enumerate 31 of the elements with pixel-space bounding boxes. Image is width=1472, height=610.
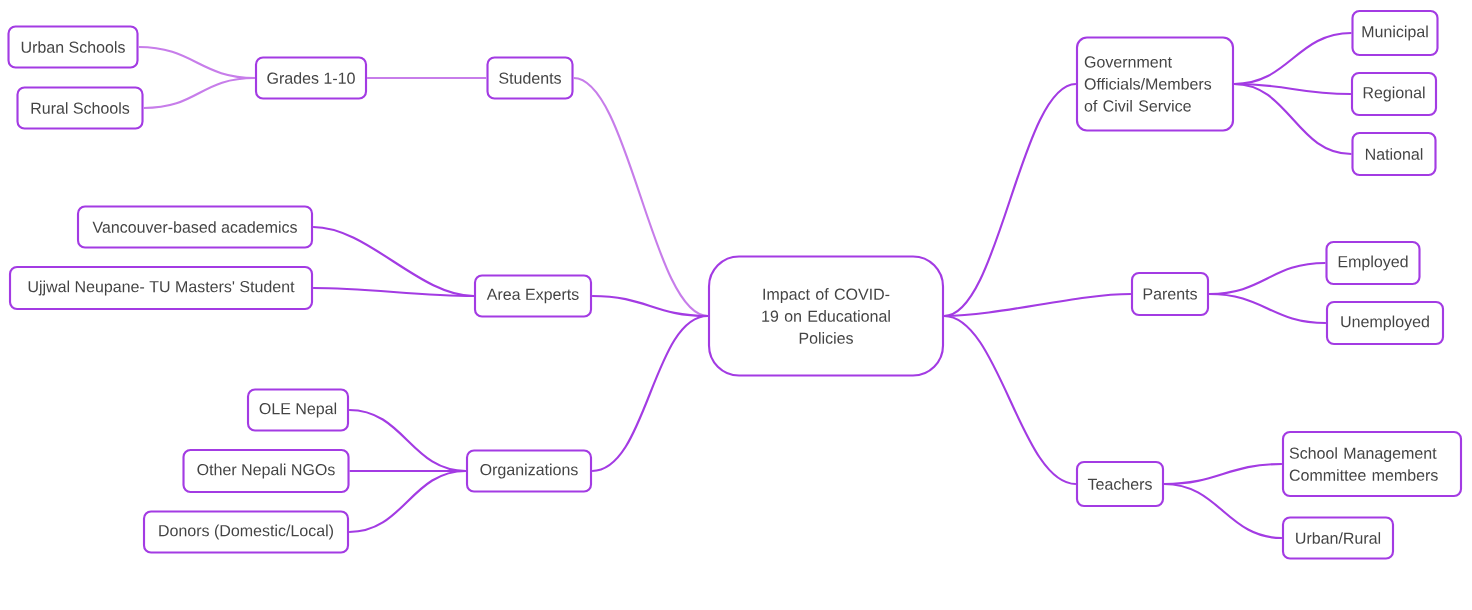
- connector: [591, 314, 709, 473]
- topic-box: Government Officials/Members of Civil Service: [1075, 36, 1235, 132]
- topic-box: Students: [486, 56, 574, 100]
- topic-box: Unemployed: [1325, 300, 1445, 346]
- topic-box: Parents: [1130, 271, 1210, 317]
- topic-box: Grades 1-10: [254, 56, 368, 100]
- topic-box: National: [1351, 131, 1437, 177]
- topic-box: Other Nepali NGOs: [182, 448, 350, 494]
- connector: [313, 286, 474, 298]
- connector: [1209, 292, 1326, 325]
- topic-box: Ujjwal Neupane- TU Masters' Student: [8, 265, 314, 311]
- connector: [367, 76, 487, 80]
- connector: [348, 469, 467, 534]
- topic-box: OLE Nepal: [246, 388, 350, 432]
- connector: [1233, 82, 1352, 156]
- topic-box: Donors (Domestic/Local): [142, 510, 350, 554]
- topic-box: Teachers: [1075, 460, 1165, 508]
- topic-box: Municipal: [1351, 9, 1439, 57]
- connector: [143, 76, 255, 110]
- topic-box: Rural Schools: [16, 86, 144, 130]
- topic-box: Area Experts: [473, 274, 593, 318]
- topic-box: Vancouver-based academics: [76, 205, 314, 249]
- connector: [1164, 482, 1282, 540]
- topic-box: Organizations: [465, 449, 593, 493]
- topic-box: Urban/Rural: [1281, 516, 1395, 560]
- connector: [943, 314, 1077, 486]
- topic-box: Employed: [1325, 240, 1421, 286]
- topic-box: Urban Schools: [7, 25, 139, 69]
- topic-box: School Management Committee members: [1281, 430, 1463, 498]
- central-topic-box: Impact of COVID-19 on Educational Policies: [707, 255, 945, 377]
- topic-box: Regional: [1350, 71, 1438, 117]
